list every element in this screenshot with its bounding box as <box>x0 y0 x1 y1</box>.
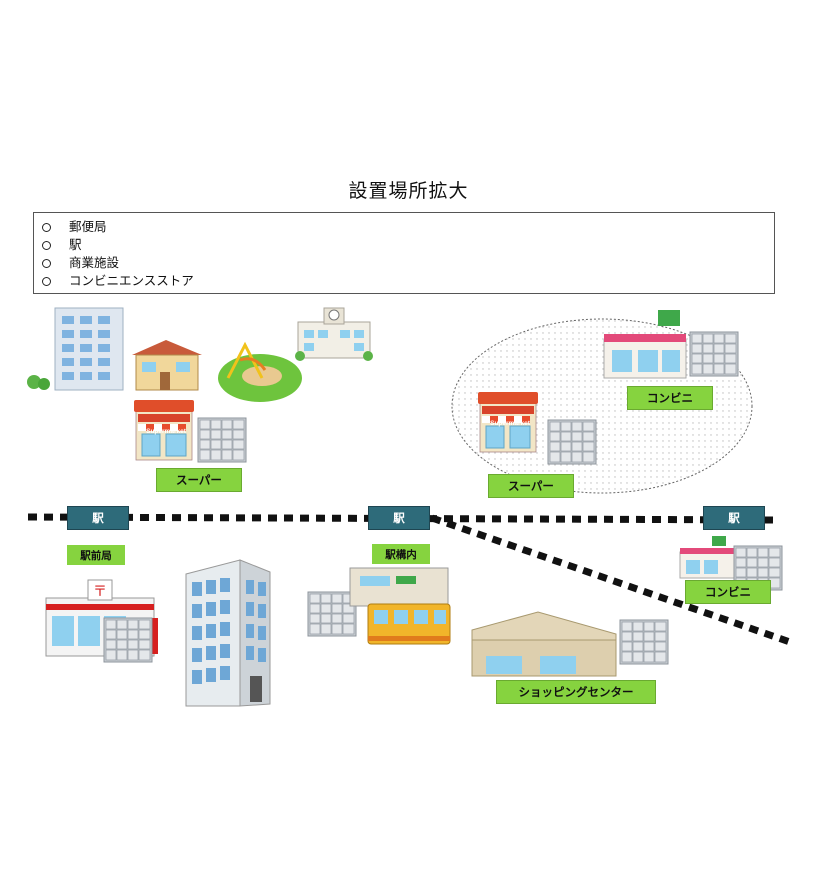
school-illustration <box>295 307 373 361</box>
legend-item-convenience: コンビニエンスストア <box>42 272 774 290</box>
label-conv-bottom: コンビニ <box>685 580 771 604</box>
circle-icon <box>42 222 51 232</box>
supermarket-sign-text: Supermarket <box>490 420 531 427</box>
label-ekimae: 駅前局 <box>67 545 125 565</box>
label-super-left: スーパー <box>156 468 242 492</box>
station-building-illustration <box>307 567 451 645</box>
label-ekinai: 駅構内 <box>372 544 430 564</box>
circle-icon <box>42 258 51 268</box>
convenience-store-top-illustration <box>603 310 739 379</box>
supermarket-sign-text: Supermarket <box>146 428 187 435</box>
legend-item-station: 駅 <box>42 236 774 254</box>
legend-item-commercial: 商業施設 <box>42 254 774 272</box>
shopping-center-illustration <box>471 611 669 677</box>
convenience-store-bottom-illustration <box>679 536 783 591</box>
svg-text:〒: 〒 <box>93 584 107 600</box>
label-shopping-center: ショッピングセンター <box>496 680 656 704</box>
supermarket-right-illustration: Supermarket <box>477 391 597 465</box>
station-label-left: 駅 <box>67 506 129 530</box>
station-label-right: 駅 <box>703 506 765 530</box>
circle-icon <box>42 240 51 250</box>
office-tower-illustration <box>185 559 271 707</box>
label-super-right: スーパー <box>488 474 574 498</box>
house-illustration <box>132 340 202 391</box>
legend-box: 郵便局 駅 商業施設 コンビニエンスストア <box>33 212 775 294</box>
station-label-middle: 駅 <box>368 506 430 530</box>
post-office-illustration: 〒 <box>45 579 158 663</box>
apartment-building-illustration <box>27 307 124 391</box>
supermarket-left-illustration: Supermarket <box>133 399 247 463</box>
legend-item-post-office: 郵便局 <box>42 218 774 236</box>
page-title: 設置場所拡大 <box>348 180 469 202</box>
park-illustration <box>218 341 302 402</box>
circle-icon <box>42 276 51 286</box>
label-conv-top: コンビニ <box>627 386 713 410</box>
